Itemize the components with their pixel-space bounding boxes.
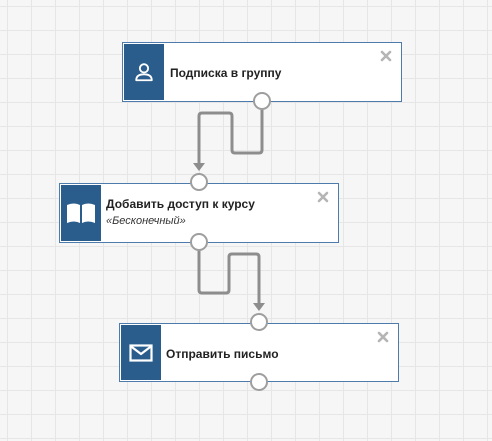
node-subscription-to-group[interactable]: Подписка в группу xyxy=(122,42,402,102)
input-port[interactable] xyxy=(250,313,268,331)
envelope-icon xyxy=(129,343,153,362)
node-title: Подписка в группу xyxy=(170,66,282,80)
book-icon xyxy=(67,203,95,223)
close-icon[interactable] xyxy=(317,191,329,203)
output-port[interactable] xyxy=(253,92,271,110)
node-subtitle: «Бесконечный» xyxy=(106,215,186,227)
node-title: Добавить доступ к курсу xyxy=(106,197,255,211)
connector-2-to-3 xyxy=(197,250,261,305)
node-icon-box xyxy=(124,44,164,100)
connector-1-to-2 xyxy=(197,110,264,165)
input-port[interactable] xyxy=(190,173,208,191)
arrow-head-2 xyxy=(253,303,265,311)
node-icon-box xyxy=(121,325,161,380)
node-title: Отправить письмо xyxy=(166,347,279,361)
arrow-head-1 xyxy=(193,163,205,171)
node-icon-box xyxy=(61,185,101,241)
user-icon xyxy=(135,63,153,82)
output-port[interactable] xyxy=(250,373,268,391)
output-port[interactable] xyxy=(190,233,208,251)
close-icon[interactable] xyxy=(377,331,389,343)
close-icon[interactable] xyxy=(380,50,392,62)
